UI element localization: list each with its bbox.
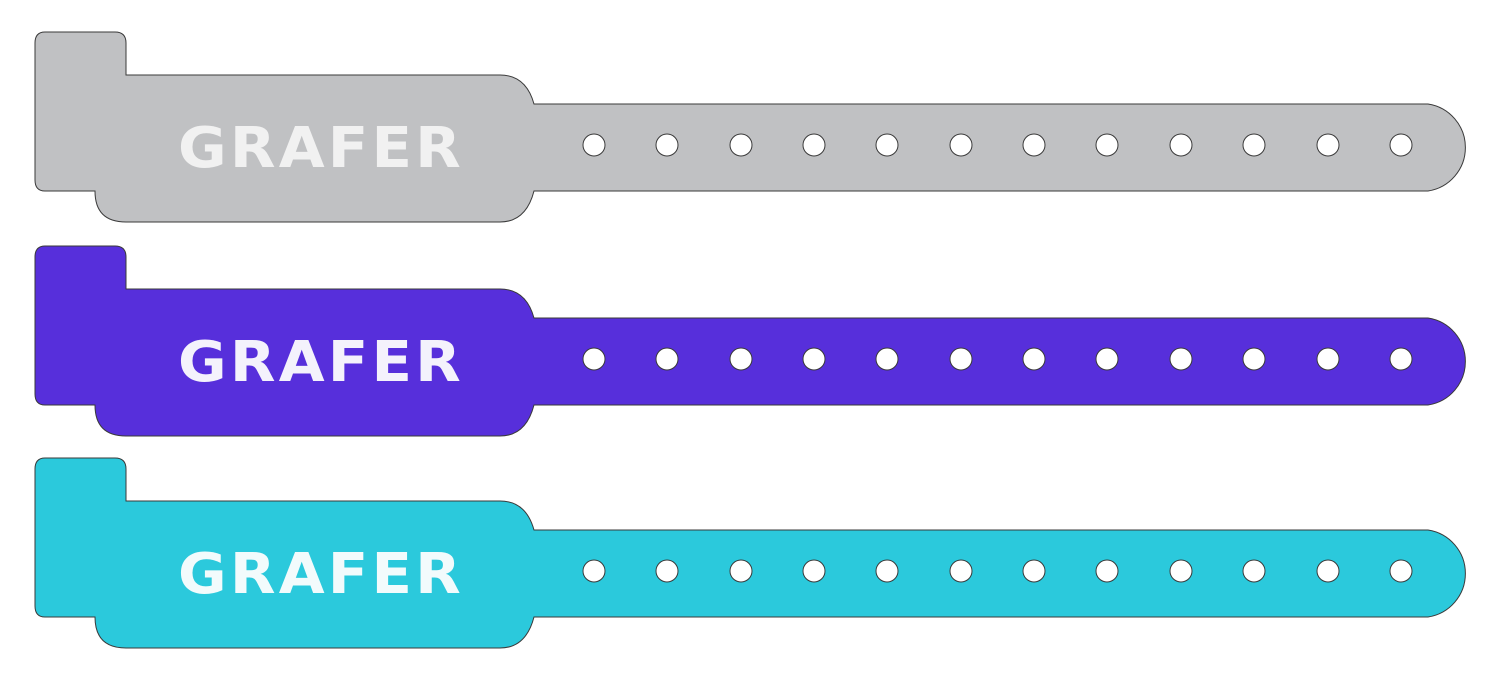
grafer-logo: GRAFER [178, 116, 464, 181]
strap-hole [729, 133, 753, 157]
wristband-1: GRAFER [34, 31, 1466, 223]
strap-hole [1389, 559, 1413, 583]
strap-hole [875, 133, 899, 157]
strap-hole [1022, 347, 1046, 371]
strap-hole [655, 559, 679, 583]
strap-hole [582, 133, 606, 157]
wristband-body [34, 31, 1466, 223]
wristband-3: GRAFER [34, 457, 1466, 649]
wristband-body [34, 245, 1466, 437]
strap-hole [1022, 559, 1046, 583]
strap-hole [582, 559, 606, 583]
strap-hole [655, 347, 679, 371]
grafer-logo: GRAFER [178, 330, 464, 395]
strap-hole [949, 347, 973, 371]
strap-hole [875, 559, 899, 583]
strap-hole [1242, 133, 1266, 157]
strap-hole [802, 559, 826, 583]
strap-hole [802, 347, 826, 371]
strap-hole [875, 347, 899, 371]
strap-hole [729, 559, 753, 583]
strap-hole [949, 133, 973, 157]
strap-hole [1389, 133, 1413, 157]
strap-hole [1316, 133, 1340, 157]
strap-hole [1389, 347, 1413, 371]
strap-hole [1095, 133, 1119, 157]
strap-hole [1169, 347, 1193, 371]
strap-hole [1169, 133, 1193, 157]
strap-hole [1095, 559, 1119, 583]
strap-hole [1316, 347, 1340, 371]
grafer-logo: GRAFER [178, 542, 464, 607]
strap-hole [1242, 347, 1266, 371]
strap-hole [655, 133, 679, 157]
strap-hole [949, 559, 973, 583]
strap-hole [729, 347, 753, 371]
strap-hole [802, 133, 826, 157]
strap-hole [582, 347, 606, 371]
strap-hole [1242, 559, 1266, 583]
strap-hole [1316, 559, 1340, 583]
strap-hole [1095, 347, 1119, 371]
wristband-2: GRAFER [34, 245, 1466, 437]
wristband-body [34, 457, 1466, 649]
strap-hole [1022, 133, 1046, 157]
strap-hole [1169, 559, 1193, 583]
